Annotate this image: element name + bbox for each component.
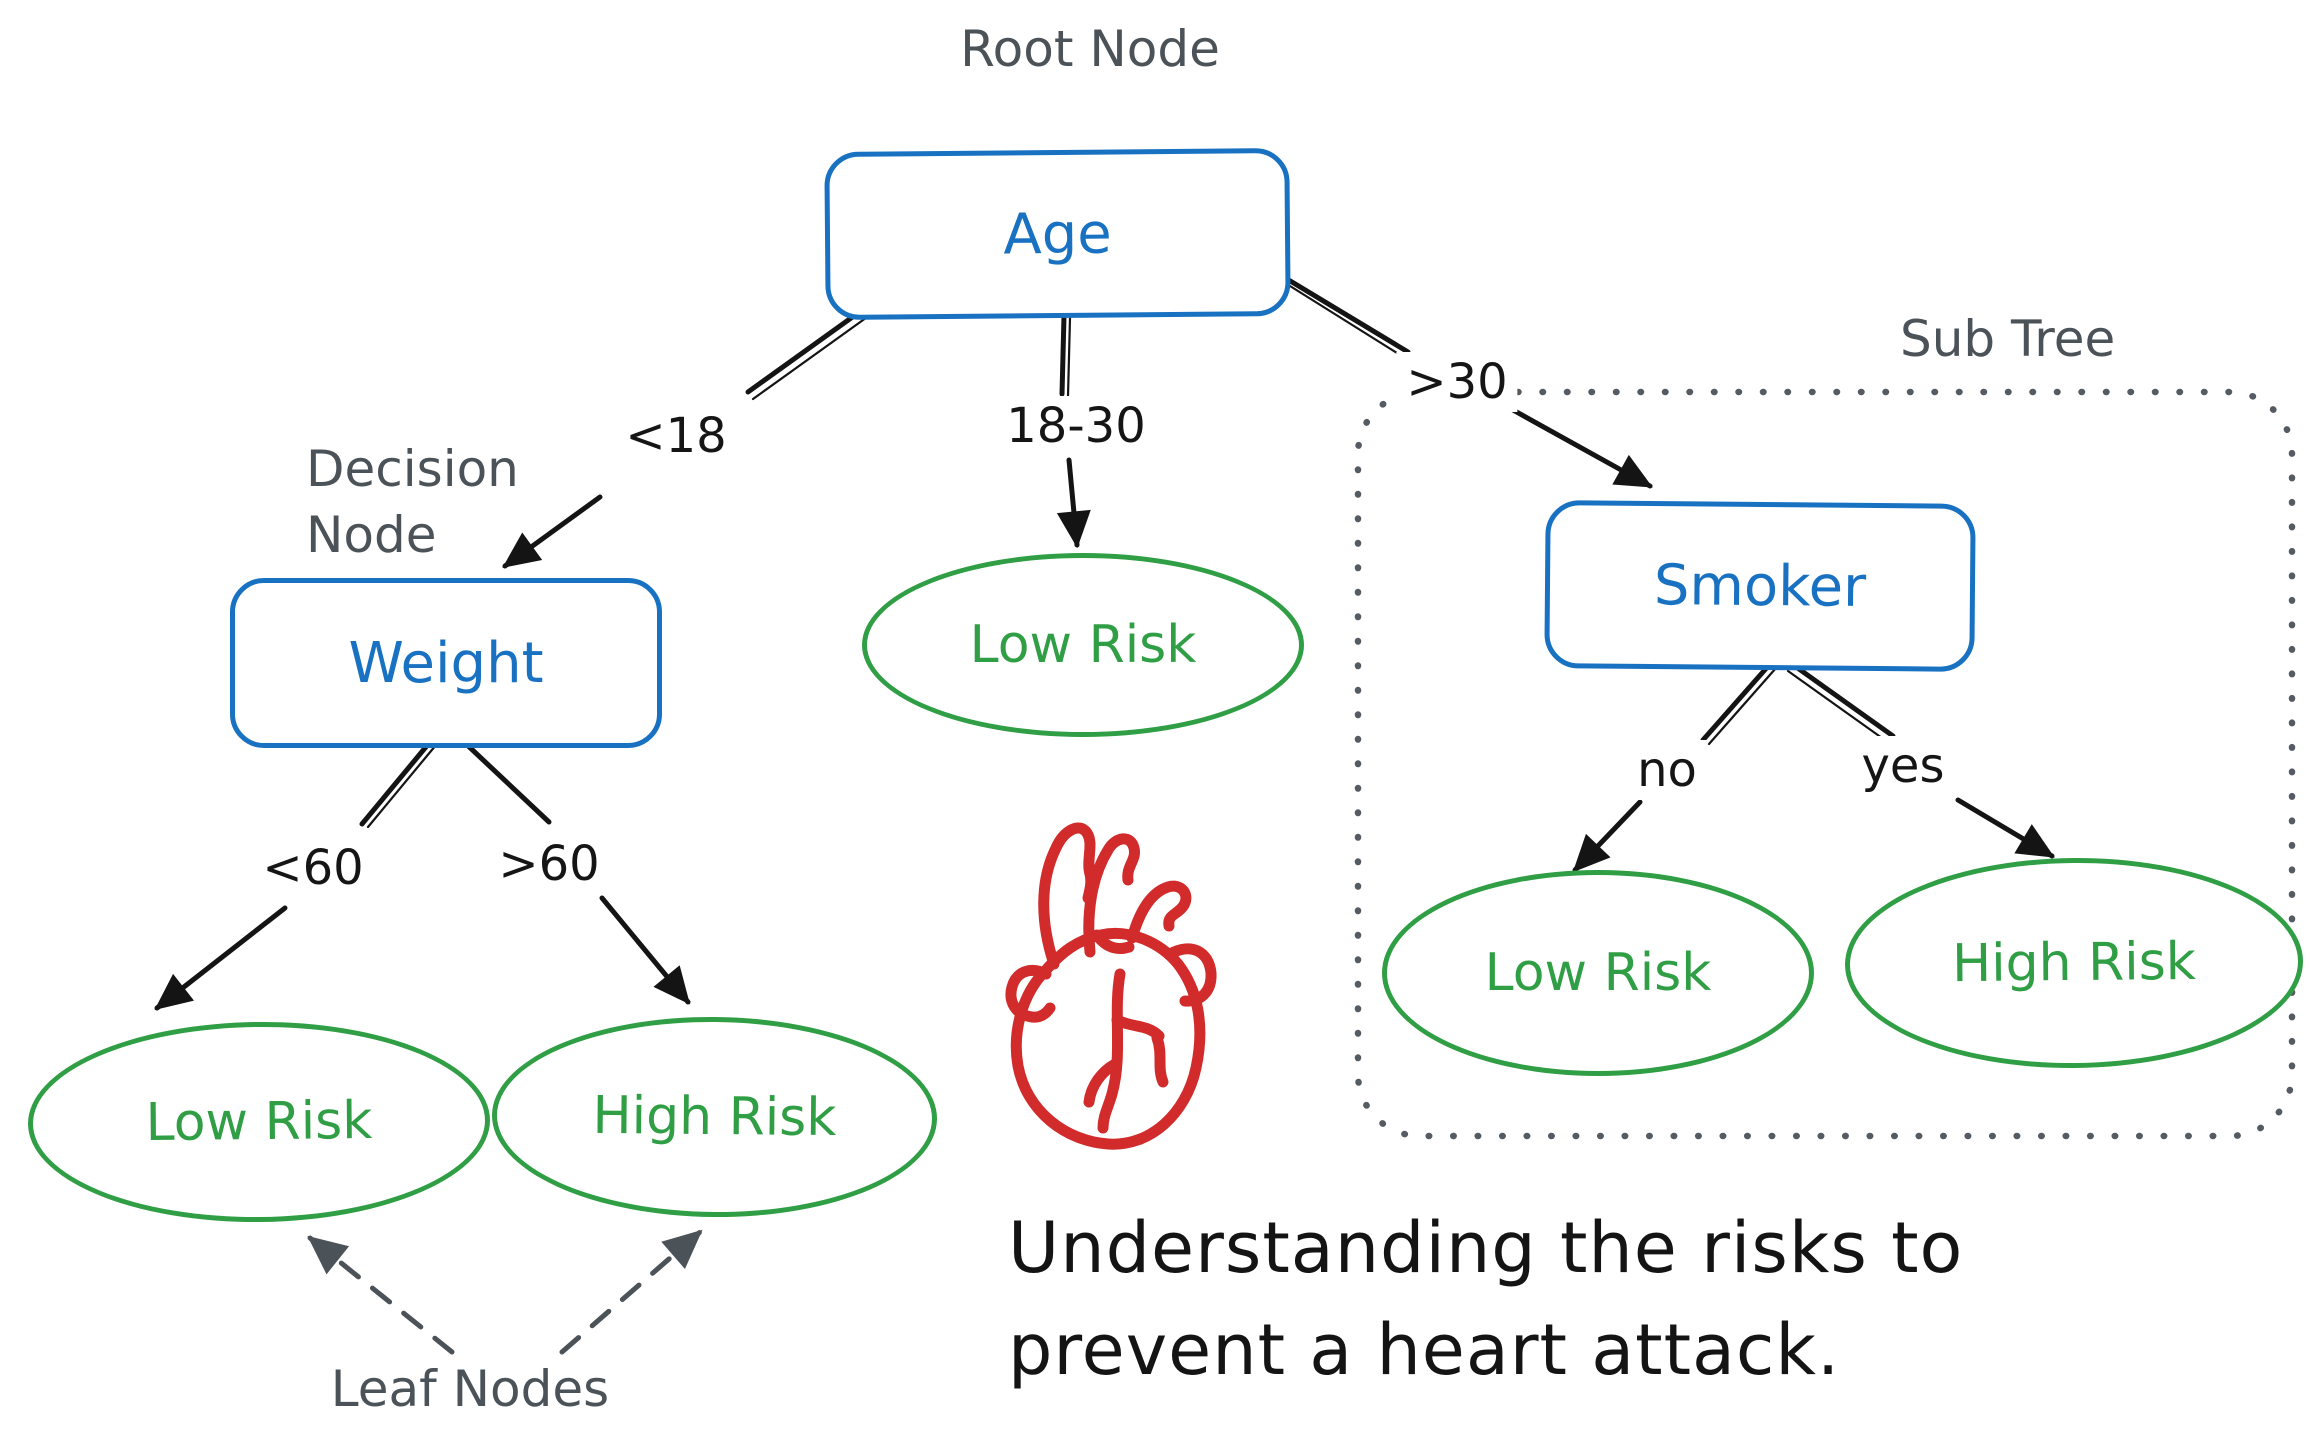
annotation-decision-node: Decision Node [306, 440, 519, 564]
edge-label-lt18: <18 [615, 406, 737, 466]
anatomical-heart-icon [1005, 822, 1217, 1150]
edge-smoker-yes-line [1789, 661, 1896, 739]
leaf-label: High Risk [1951, 931, 2197, 995]
edge-weight-lowrisk-line-twin [366, 743, 438, 829]
annotation-root-node: Root Node [960, 20, 1220, 78]
edge-smoker-no-arrow [1572, 799, 1643, 873]
node-smoker-label: Smoker [1653, 552, 1867, 620]
edge-smoker-no-line-twin [1707, 666, 1778, 746]
edge-age-smoker-arrow [1510, 407, 1653, 489]
caption-line-2: prevent a heart attack. [1008, 1308, 1841, 1391]
edge-smoker-yes-arrow [1955, 797, 2055, 859]
edge-weight-highrisk-arrow [599, 895, 691, 1005]
leaf-nodes-pointer-right [559, 1229, 703, 1355]
node-age-label: Age [1003, 201, 1112, 267]
edge-age-lowrisk-line [1059, 313, 1067, 397]
leaf-label: Low Risk [969, 615, 1197, 675]
edge-weight-lowrisk-line [359, 739, 433, 827]
caption-text: Understanding the risks to prevent a hea… [1008, 1198, 1963, 1401]
edge-label-yes: yes [1851, 736, 1955, 796]
annotation-sub-tree: Sub Tree [1900, 310, 2116, 368]
caption-line-1: Understanding the risks to [1008, 1207, 1964, 1289]
leaf-low-risk-mid: Low Risk [862, 553, 1304, 737]
edge-label-gt30: >30 [1396, 352, 1518, 412]
edge-smoker-yes-line-twin [1786, 669, 1891, 745]
edge-weight-lowrisk-arrow [154, 905, 288, 1011]
leaf-low-risk-smoker: Low Risk [1382, 870, 1814, 1076]
edge-label-18-30: 18-30 [996, 396, 1156, 456]
leaf-label: High Risk [592, 1085, 837, 1149]
edge-age-lowrisk-line-twin [1066, 316, 1072, 398]
edge-label-no: no [1627, 740, 1707, 800]
leaf-nodes-pointer-left [307, 1235, 455, 1355]
node-weight: Weight [230, 578, 662, 748]
edge-age-smoker-line-twin [1288, 284, 1407, 360]
edge-smoker-no-line [1700, 661, 1773, 743]
edge-age-smoker-line [1284, 276, 1411, 355]
edge-weight-highrisk-line [461, 739, 552, 825]
node-weight-label: Weight [348, 630, 544, 696]
node-age: Age [824, 147, 1291, 321]
edge-label-gt60: >60 [488, 834, 610, 894]
edge-age-weight-arrow [502, 494, 603, 569]
node-smoker: Smoker [1544, 500, 1976, 672]
edge-label-lt60: <60 [252, 838, 374, 898]
edge-age-lowrisk-arrow [1056, 457, 1091, 549]
annotation-leaf-nodes: Leaf Nodes [330, 1360, 610, 1418]
subtree-dotted-border [1354, 388, 2296, 1140]
leaf-label: Low Risk [145, 1091, 373, 1153]
leaf-label: Low Risk [1484, 943, 1712, 1003]
edge-age-weight-line-twin [751, 308, 879, 401]
